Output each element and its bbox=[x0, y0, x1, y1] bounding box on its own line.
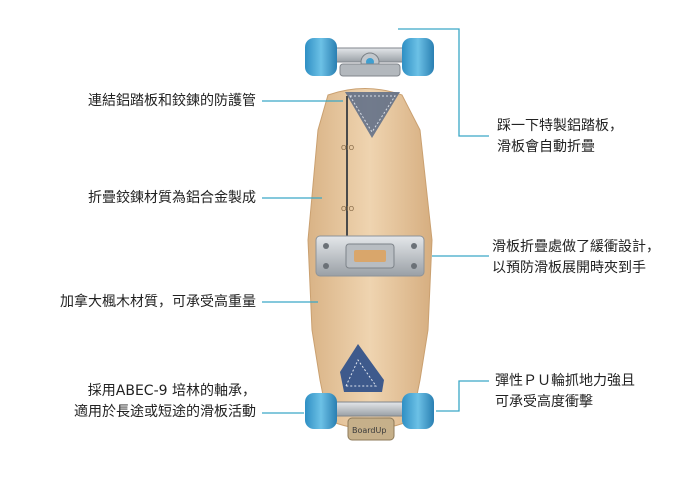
callout-hinge-material-text: 折疊鉸鍊材質為鋁合金製成 bbox=[88, 190, 256, 206]
callout-pu-wheels-line1: 彈性ＰＵ輪抓地力強且 bbox=[495, 373, 635, 389]
deck-mark-1: OIO bbox=[341, 144, 355, 152]
callout-pu-wheels: 彈性ＰＵ輪抓地力強且 可承受高度衝擊 bbox=[495, 371, 635, 413]
callout-maple-wood-text: 加拿大楓木材質，可承受高重量 bbox=[60, 294, 256, 310]
callout-bearings-line1: 採用ABEC-9 培林的軸承， bbox=[87, 383, 256, 399]
bottom-left-wheel bbox=[305, 393, 337, 429]
callout-step-fold-line1: 踩一下特製鋁踏板， bbox=[497, 118, 623, 134]
callout-step-fold: 踩一下特製鋁踏板， 滑板會自動折疊 bbox=[497, 116, 623, 158]
callout-hinge-material: 折疊鉸鍊材質為鋁合金製成 bbox=[88, 188, 256, 209]
callout-maple-wood: 加拿大楓木材質，可承受高重量 bbox=[60, 292, 256, 313]
callout-buffer-line2: 以預防滑板展開時夾到手 bbox=[492, 260, 646, 276]
callout-bearings-line2: 適用於長途或短途的滑板活動 bbox=[74, 404, 256, 420]
callout-step-fold-line2: 滑板會自動折疊 bbox=[497, 139, 595, 155]
bottom-right-wheel bbox=[402, 393, 434, 429]
callout-line-pu-wheels bbox=[436, 380, 489, 412]
callout-pu-wheels-line2: 可承受高度衝擊 bbox=[495, 394, 593, 410]
top-right-wheel bbox=[402, 38, 434, 76]
folding-hinge bbox=[315, 235, 425, 277]
callout-line-step-fold bbox=[398, 28, 489, 137]
top-left-wheel bbox=[305, 38, 337, 76]
deck-mark-2: OIO bbox=[341, 205, 355, 213]
top-truck bbox=[329, 47, 413, 77]
callout-hinge-guard: 連結鋁踏板和鉸鍊的防護管 bbox=[88, 91, 256, 112]
brand-text: BoardUp bbox=[352, 426, 386, 435]
bottom-grip-pattern bbox=[340, 344, 384, 392]
callout-bearings: 採用ABEC-9 培林的軸承， 適用於長途或短途的滑板活動 bbox=[74, 381, 256, 423]
callout-buffer: 滑板折疊處做了緩衝設計， 以預防滑板展開時夾到手 bbox=[492, 237, 660, 279]
top-grip-pattern bbox=[345, 92, 400, 138]
callout-buffer-line1: 滑板折疊處做了緩衝設計， bbox=[492, 239, 660, 255]
callout-hinge-guard-text: 連結鋁踏板和鉸鍊的防護管 bbox=[88, 93, 256, 109]
